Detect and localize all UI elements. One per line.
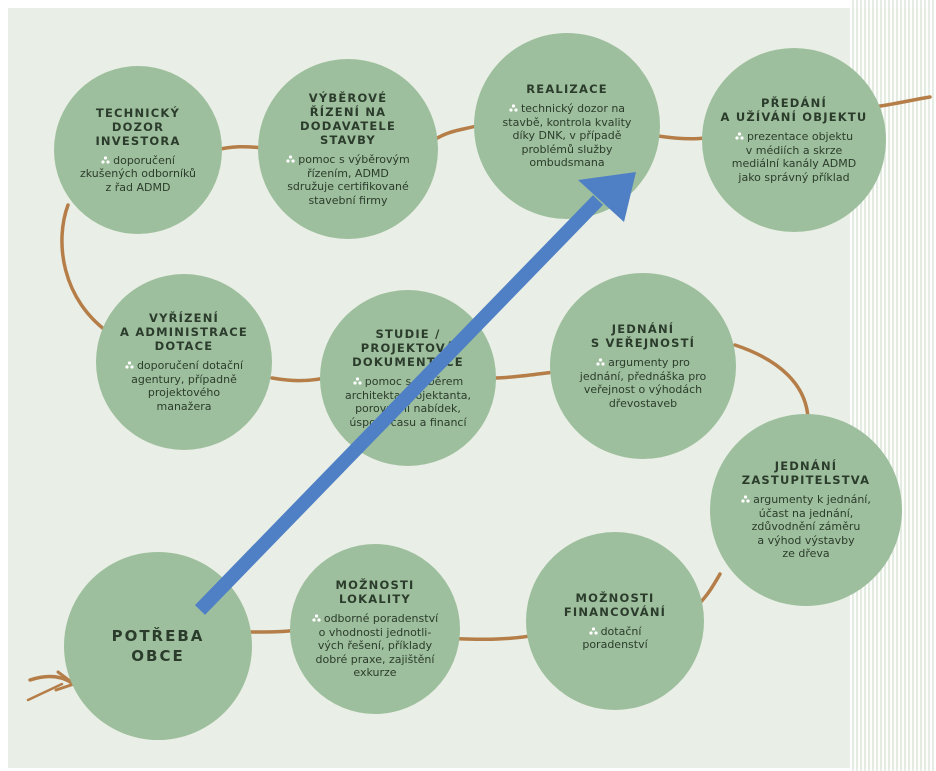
node-desc: odborné poradenství o vhodnosti jednotli…: [312, 612, 438, 680]
path-zastupitelstva-verejnost: [733, 343, 810, 420]
node-studie: STUDIE / PROJEKTOVÁ DOKUMENTACE pomoc s …: [320, 290, 496, 466]
bullet-icon: [588, 625, 598, 635]
node-desc: doporučení dotační agentury, případně pr…: [125, 359, 243, 413]
node-desc-text: prezentace objektu v médiích a skrze med…: [731, 130, 857, 184]
path-vyberove-realizace: [432, 124, 478, 142]
node-potreba-obce: POTŘEBA OBCE: [64, 552, 252, 740]
node-desc: dotační poradenství: [582, 625, 647, 652]
bullet-icon: [286, 153, 295, 163]
node-moznosti-lokality: MOŽNOSTI LOKALITY odborné poradenství o …: [290, 544, 460, 714]
node-desc: argumenty k jednání, účast na jednání, z…: [741, 493, 871, 561]
node-desc: argumenty pro jednání, přednáška pro veř…: [580, 356, 706, 410]
node-title: REALIZACE: [526, 82, 608, 97]
bullet-icon: [509, 102, 518, 112]
node-realizace: REALIZACE technický dozor na stavbě, kon…: [474, 33, 660, 219]
node-desc: doporučení zkušených odborníků z řad ADM…: [80, 154, 196, 195]
bullet-icon: [741, 493, 750, 503]
node-vyrizeni-dotace: VYŘÍZENÍ A ADMINISTRACE DOTACE doporučen…: [96, 274, 272, 450]
path-verejnost-studie: [488, 370, 557, 380]
bullet-icon: [312, 612, 321, 622]
bullet-icon: [735, 130, 744, 140]
node-desc-text: argumenty k jednání, účast na jednání, z…: [751, 493, 871, 561]
node-desc-text: technický dozor na stavbě, kontrola kval…: [502, 102, 632, 170]
node-title: POTŘEBA OBCE: [111, 627, 205, 665]
node-desc: prezentace objektu v médiích a skrze med…: [732, 130, 857, 184]
node-jednani-verejnost: JEDNÁNÍ S VEŘEJNOSTÍ argumenty pro jedná…: [550, 273, 736, 459]
node-title: JEDNÁNÍ ZASTUPITELSTVA: [741, 459, 871, 488]
node-technicky-dozor: TECHNICKÝ DOZOR INVESTORA doporučení zku…: [54, 66, 222, 234]
node-desc: technický dozor na stavbě, kontrola kval…: [503, 102, 632, 170]
bullet-icon: [353, 375, 362, 385]
entry-tail: [26, 682, 64, 702]
node-moznosti-financovani: MOŽNOSTI FINANCOVÁNÍ dotační poradenství: [526, 532, 704, 710]
bullet-icon: [596, 356, 605, 366]
node-title: PŘEDÁNÍ A UŽÍVÁNÍ OBJEKTU: [720, 96, 868, 124]
path-dotace-dozor: [60, 203, 114, 337]
node-desc-text: odborné poradenství o vhodnosti jednotli…: [315, 612, 439, 680]
path-dozor-vyberove: [214, 144, 264, 152]
node-predani: PŘEDÁNÍ A UŽÍVÁNÍ OBJEKTU prezentace obj…: [702, 48, 886, 232]
node-jednani-zastupitelstva: JEDNÁNÍ ZASTUPITELSTVA argumenty k jedná…: [710, 414, 902, 606]
node-desc-text: pomoc s výběrovým řízením, ADMD sdružuje…: [287, 153, 410, 207]
path-exit: [878, 95, 932, 108]
path-studie-dotace: [270, 376, 327, 383]
node-title: JEDNÁNÍ S VEŘEJNOSTÍ: [590, 322, 696, 350]
node-title: MOŽNOSTI LOKALITY: [335, 578, 415, 607]
node-vyberove-rizeni: VÝBĚROVÉ ŘÍZENÍ NA DODAVATELE STAVBY pom…: [258, 59, 438, 239]
node-desc-text: dotační poradenství: [582, 624, 648, 652]
path-realizace-predani: [656, 134, 706, 141]
node-title: STUDIE / PROJEKTOVÁ DOKUMENTACE: [352, 327, 464, 369]
node-title: VYŘÍZENÍ A ADMINISTRACE DOTACE: [120, 311, 248, 353]
node-desc: pomoc s výběrovým řízením, ADMD sdružuje…: [286, 153, 410, 207]
node-title: TECHNICKÝ DOZOR INVESTORA: [95, 105, 181, 148]
node-desc: pomoc s výběrem architekta/projektanta, …: [345, 375, 471, 429]
node-desc-text: doporučení zkušených odborníků z řad ADM…: [79, 153, 197, 194]
node-desc-text: doporučení dotační agentury, případně pr…: [131, 359, 244, 413]
path-potreba-lokality: [246, 628, 298, 634]
node-title: VÝBĚROVÉ ŘÍZENÍ NA DODAVATELE STAVBY: [300, 91, 396, 147]
bullet-icon: [125, 359, 134, 369]
bullet-icon: [101, 154, 110, 164]
node-desc-text: pomoc s výběrem architekta/projektanta, …: [344, 375, 472, 429]
node-title: MOŽNOSTI FINANCOVÁNÍ: [563, 590, 667, 619]
